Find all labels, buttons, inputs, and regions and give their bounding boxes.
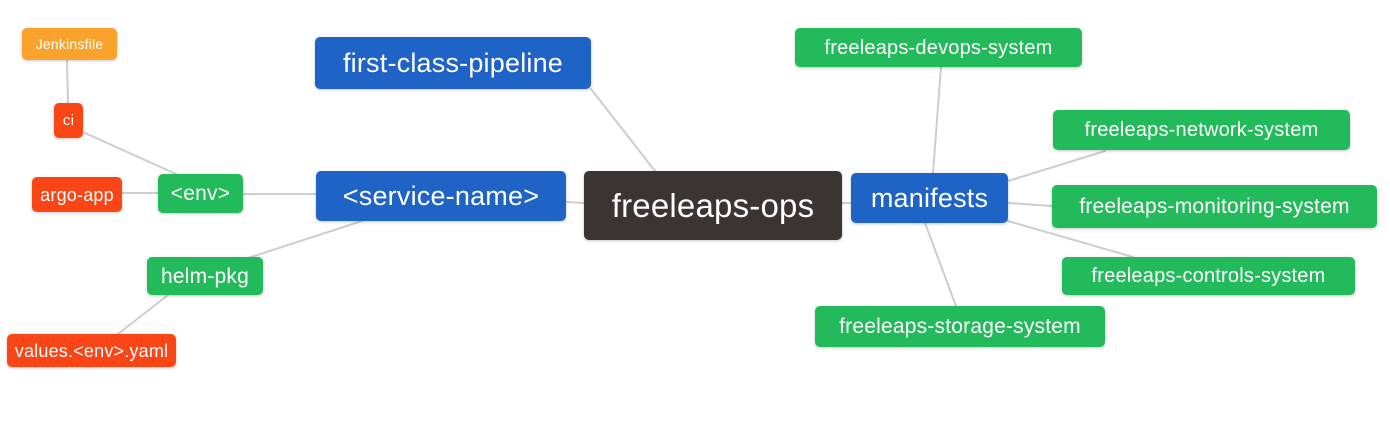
edge-service-name-freeleaps-ops — [565, 201, 585, 204]
edge-manifests-freeleaps-devops-system — [932, 66, 942, 174]
node-env[interactable]: <env> — [158, 174, 243, 213]
edge-manifests-freeleaps-storage-system — [924, 222, 957, 307]
node-freeleaps-ops[interactable]: freeleaps-ops — [584, 171, 842, 240]
node-first-class-pipeline[interactable]: first-class-pipeline — [315, 37, 591, 89]
edge-manifests-freeleaps-controls-system — [1007, 220, 1134, 258]
edge-ci-env — [84, 132, 177, 175]
edge-manifests-freeleaps-monitoring-system — [1007, 202, 1053, 207]
node-argo-app[interactable]: argo-app — [32, 177, 122, 212]
node-ci[interactable]: ci — [54, 103, 83, 138]
node-helm-pkg[interactable]: helm-pkg — [147, 257, 263, 295]
node-freeleaps-network-system[interactable]: freeleaps-network-system — [1053, 110, 1350, 150]
node-values-env-yaml[interactable]: values.<env>.yaml — [7, 334, 176, 367]
node-freeleaps-controls-system[interactable]: freeleaps-controls-system — [1062, 257, 1355, 295]
node-service-name[interactable]: <service-name> — [316, 171, 566, 221]
node-manifests[interactable]: manifests — [851, 173, 1008, 223]
edge-jenkinsfile-ci — [66, 59, 69, 104]
edge-first-class-pipeline-freeleaps-ops — [590, 88, 656, 172]
edge-service-name-helm-pkg — [247, 220, 363, 259]
node-freeleaps-storage-system[interactable]: freeleaps-storage-system — [815, 306, 1105, 347]
node-freeleaps-monitoring-system[interactable]: freeleaps-monitoring-system — [1052, 185, 1377, 228]
node-freeleaps-devops-system[interactable]: freeleaps-devops-system — [795, 28, 1082, 67]
node-jenkinsfile[interactable]: Jenkinsfile — [22, 28, 117, 60]
edge-manifests-freeleaps-network-system — [1007, 150, 1106, 182]
edge-helm-pkg-values-env-yaml — [117, 294, 169, 335]
